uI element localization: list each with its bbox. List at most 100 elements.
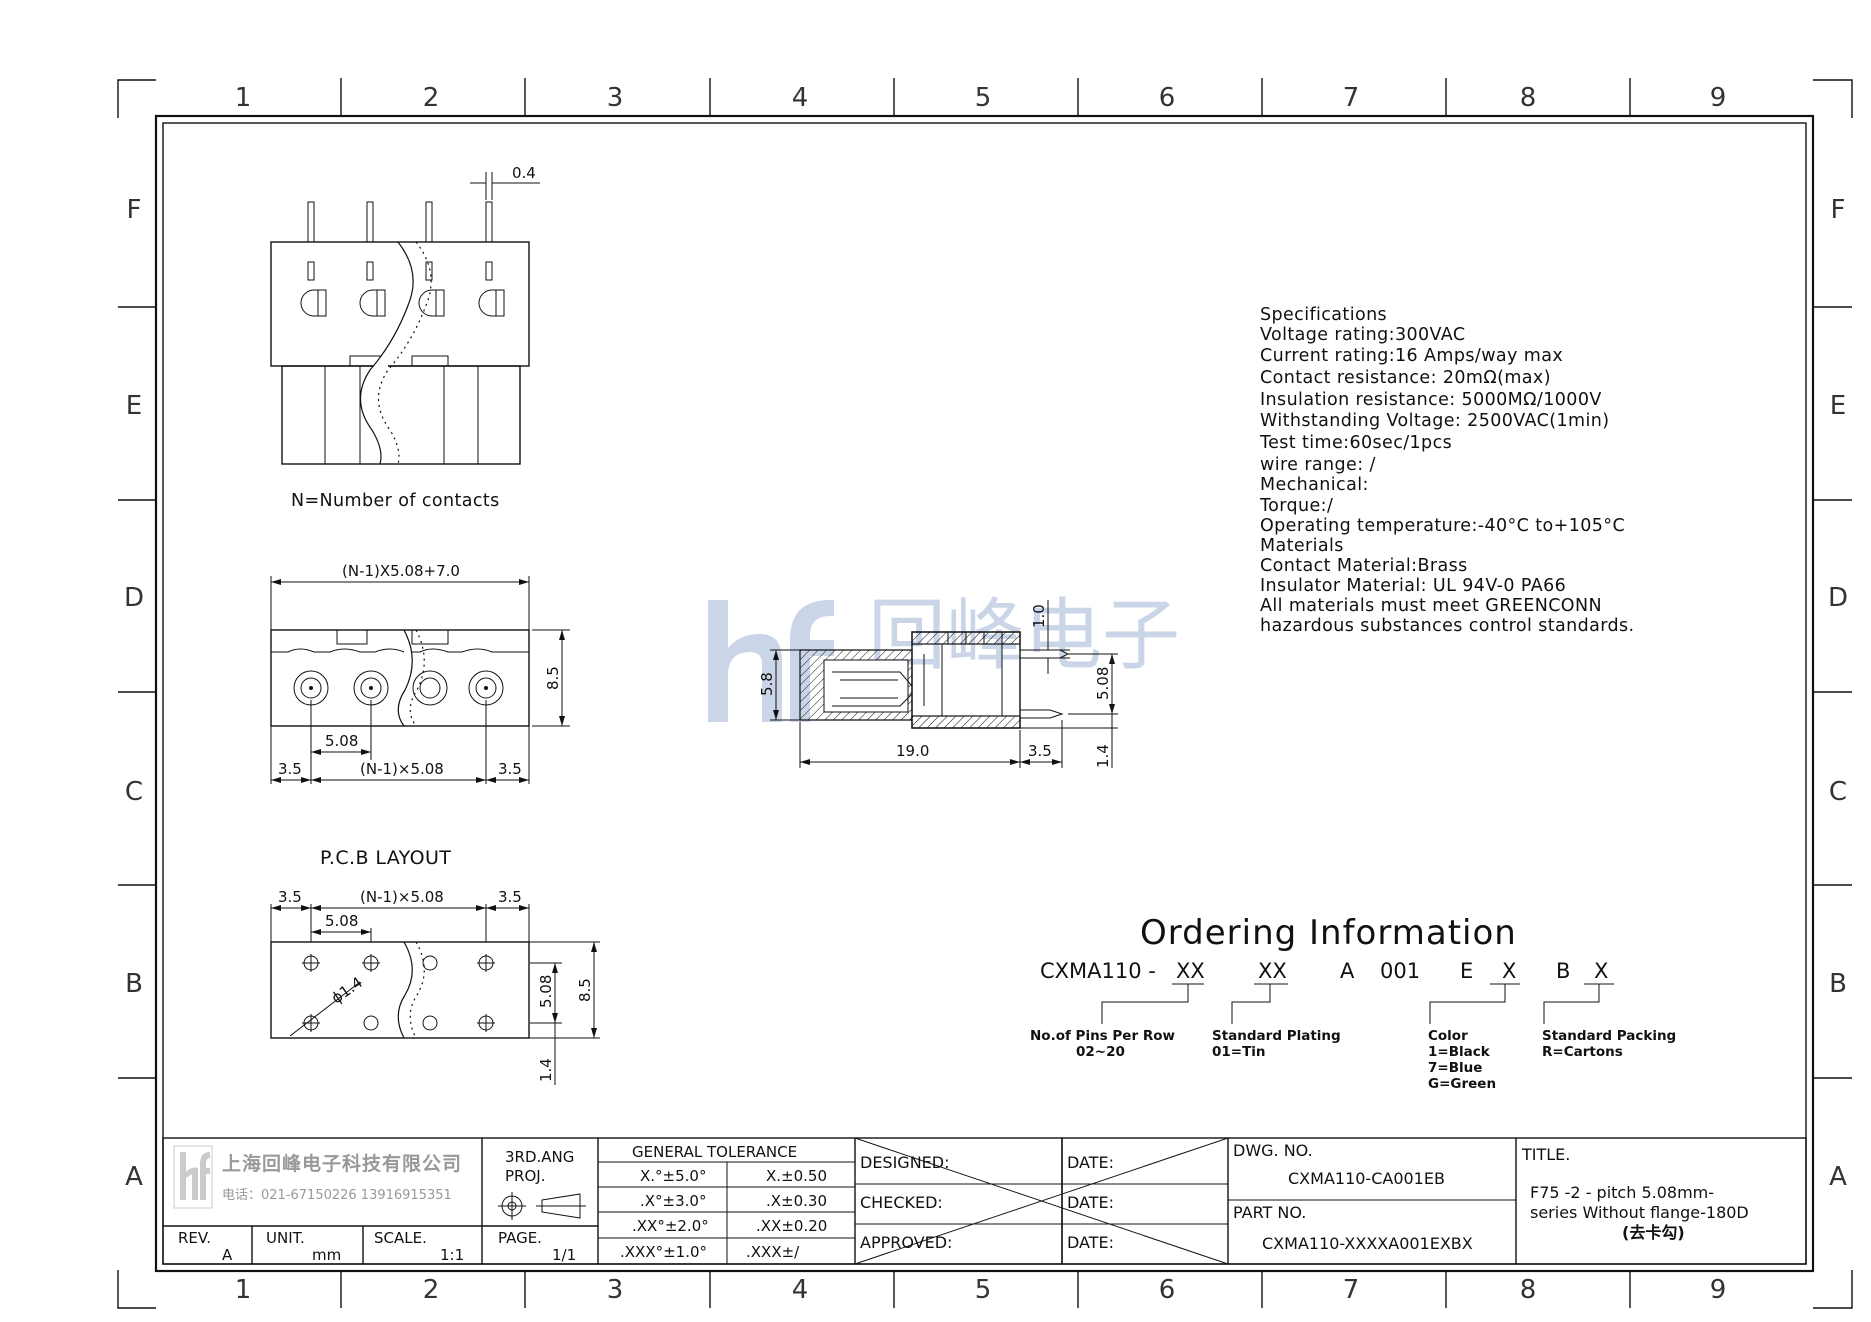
zone-row-d-right: D <box>1828 583 1848 613</box>
page-label: PAGE. <box>498 1229 542 1247</box>
dim-front-mid: (N-1)×5.08 <box>360 760 444 778</box>
zone-col-2: 2 <box>423 83 440 113</box>
ordering-seg-001: 001 <box>1380 959 1420 983</box>
ordering-pins-label: No.of Pins Per Row <box>1030 1028 1175 1044</box>
dim-total-length: (N-1)X5.08+7.0 <box>342 562 460 580</box>
ordering-seg-e: E <box>1460 959 1473 983</box>
zone-row-a: A <box>125 1162 143 1192</box>
checked-label: CHECKED: <box>860 1193 943 1212</box>
zone-col-9-bottom: 9 <box>1710 1275 1727 1305</box>
ordering-color-option: 1=Black <box>1428 1044 1491 1060</box>
tolerance-linear: X.±0.50 <box>766 1167 827 1185</box>
part-no-label: PART NO. <box>1233 1203 1306 1222</box>
zone-col-9: 9 <box>1710 83 1727 113</box>
ordering-seg-pins: XX <box>1176 959 1205 983</box>
specifications: Specifications Voltage rating:300VAC Cur… <box>1259 305 1635 636</box>
zone-labels: 1 2 3 4 5 6 7 8 9 1 2 3 4 5 6 7 8 9 F E … <box>124 83 1848 1305</box>
spec-line: Torque:/ <box>1259 496 1333 516</box>
dim-front-height: 8.5 <box>544 666 562 690</box>
tolerance-linear: .X±0.30 <box>766 1192 827 1210</box>
zone-row-f: F <box>127 195 142 225</box>
tolerance-linear: .XX±0.20 <box>756 1217 827 1235</box>
projection-label: PROJ. <box>505 1167 545 1185</box>
zone-col-3: 3 <box>607 83 624 113</box>
zone-col-5: 5 <box>975 83 992 113</box>
zone-col-6-bottom: 6 <box>1159 1275 1176 1305</box>
zone-row-c: C <box>125 777 143 807</box>
spec-line: Mechanical: <box>1260 475 1369 495</box>
dim-pcb-right: 3.5 <box>498 888 522 906</box>
company-phone: 电话：021-67150226 13916915351 <box>222 1188 452 1203</box>
page-value: 1/1 <box>552 1246 576 1264</box>
dwg-no-value: CXMA110-CA001EB <box>1288 1169 1445 1188</box>
tolerance-angle: .XXX°±1.0° <box>620 1243 707 1261</box>
ordering-packing-label: Standard Packing <box>1542 1028 1676 1044</box>
ordering-color-option: 7=Blue <box>1428 1060 1482 1076</box>
tolerance-angle: .XX°±2.0° <box>632 1217 709 1235</box>
dim-front-left: 3.5 <box>278 760 302 778</box>
scale-label: SCALE. <box>374 1229 427 1247</box>
unit-label: UNIT. <box>266 1229 305 1247</box>
ordering-plating-value: 01=Tin <box>1212 1044 1266 1060</box>
title-line: series Without flange-180D <box>1530 1203 1749 1222</box>
date-label: DATE: <box>1067 1193 1114 1212</box>
third-angle-projection-icon <box>498 1192 586 1220</box>
scale-value: 1:1 <box>440 1246 464 1264</box>
top-view: 0.4 N=Number of contacts <box>270 164 540 511</box>
dim-side-tail: 3.5 <box>1028 742 1052 760</box>
spec-line: Withstanding Voltage: 2500VAC(1min) <box>1260 411 1609 431</box>
dim-pcb-height: 8.5 <box>576 978 594 1002</box>
zone-col-5-bottom: 5 <box>975 1275 992 1305</box>
pcb-layout-view: P.C.B LAYOUT 3.5 (N-1)×5.08 3.5 5.08 <box>270 847 600 1085</box>
tolerance-linear: .XXX±/ <box>746 1243 800 1261</box>
sheet-frame <box>117 79 1853 1309</box>
title-block: 上海回峰电子科技有限公司 电话：021-67150226 13916915351… <box>162 1137 1807 1265</box>
title-line: F75 -2 - pitch 5.08mm- <box>1530 1183 1714 1202</box>
ordering-title: Ordering Information <box>1140 913 1517 953</box>
zone-row-f-right: F <box>1831 195 1846 225</box>
zone-col-8: 8 <box>1520 83 1537 113</box>
side-view: 5.8 1.0 5.08 1.4 19.0 3.5 <box>758 600 1118 768</box>
dim-pcb-row: 5.08 <box>537 975 555 1008</box>
zone-col-3-bottom: 3 <box>607 1275 624 1305</box>
ordering-color-label: Color <box>1428 1028 1468 1044</box>
spec-line: Insulator Material: UL 94V-0 PA66 <box>1260 576 1566 596</box>
ordering-base: CXMA110 - <box>1040 959 1156 983</box>
ordering-seg-color: X <box>1502 959 1516 983</box>
zone-col-4-bottom: 4 <box>792 1275 809 1305</box>
zone-row-c-right: C <box>1829 777 1847 807</box>
approved-label: APPROVED: <box>860 1233 952 1252</box>
dim-front-right: 3.5 <box>498 760 522 778</box>
front-view: (N-1)X5.08+7.0 8.5 5.08 <box>270 562 570 784</box>
title-line-note: (去卡勾) <box>1622 1223 1685 1242</box>
designed-label: DESIGNED: <box>860 1153 950 1172</box>
zone-col-2-bottom: 2 <box>423 1275 440 1305</box>
zone-ticks-columns <box>340 78 1631 1308</box>
ordering-seg-a: A <box>1340 959 1355 983</box>
tolerance-title: GENERAL TOLERANCE <box>632 1143 797 1161</box>
projection-label: 3RD.ANG <box>505 1148 574 1166</box>
part-no-value: CXMA110-XXXXA001EXBX <box>1262 1234 1473 1253</box>
spec-line: Contact Material:Brass <box>1260 556 1468 576</box>
dim-side-height: 5.8 <box>758 672 776 696</box>
zone-row-e: E <box>126 391 142 421</box>
date-label: DATE: <box>1067 1153 1114 1172</box>
company-logo <box>173 1145 213 1209</box>
zone-row-a-right: A <box>1829 1162 1847 1192</box>
ordering-seg-b: B <box>1556 959 1570 983</box>
spec-line: Operating temperature:-40°C to+105°C <box>1260 516 1625 536</box>
tolerance-angle: .X°±3.0° <box>640 1192 706 1210</box>
zone-row-e-right: E <box>1830 391 1846 421</box>
ordering-pins-range: 02~20 <box>1076 1044 1125 1060</box>
dim-pcb-mid: (N-1)×5.08 <box>360 888 444 906</box>
dim-side-length: 19.0 <box>896 742 929 760</box>
dim-side-pin-off: 1.4 <box>1094 744 1112 768</box>
dim-pcb-left: 3.5 <box>278 888 302 906</box>
tolerance-angle: X.°±5.0° <box>640 1167 706 1185</box>
zone-col-4: 4 <box>792 83 809 113</box>
top-view-caption: N=Number of contacts <box>291 491 500 511</box>
dim-side-pin-row: 5.08 <box>1094 667 1112 700</box>
company-name: 上海回峰电子科技有限公司 <box>222 1152 462 1175</box>
spec-line: hazardous substances control standards. <box>1260 616 1635 636</box>
